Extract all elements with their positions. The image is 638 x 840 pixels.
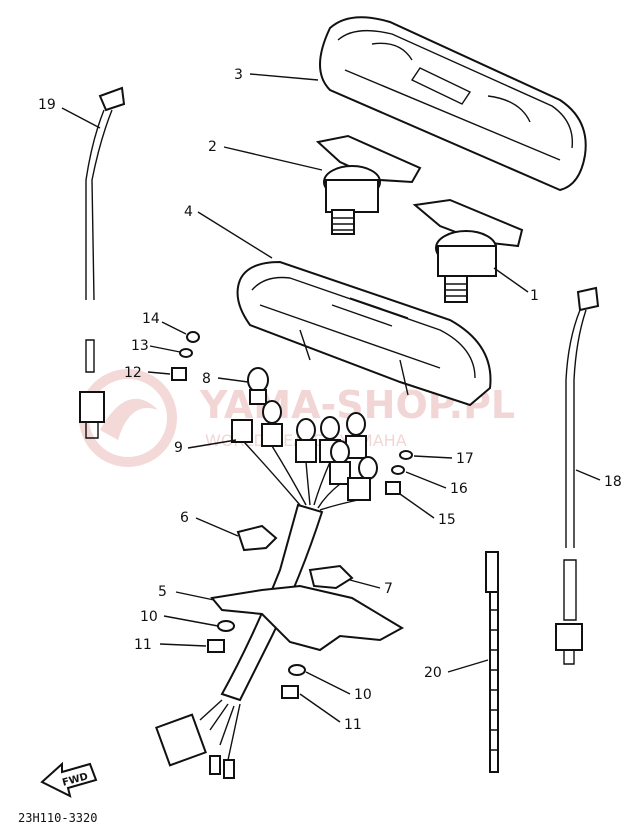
callout-11b: 11 <box>344 717 362 733</box>
callout-5: 5 <box>158 584 167 600</box>
callout-12: 12 <box>124 365 142 381</box>
callout-10b: 10 <box>354 687 372 703</box>
callout-19: 19 <box>38 97 56 113</box>
callout-14: 14 <box>142 311 160 327</box>
part-6-grommet <box>236 524 278 552</box>
part-9-bulb-sockets <box>231 367 378 501</box>
callout-4: 4 <box>184 204 193 220</box>
part-5-bracket <box>210 584 405 652</box>
callout-6: 6 <box>180 510 189 526</box>
part-18-meter-cable <box>555 286 600 665</box>
part-14-grommet <box>186 331 200 343</box>
part-11-nut-a <box>207 639 225 653</box>
diagram-code: 23H110-3320 <box>18 811 97 825</box>
callout-17: 17 <box>456 451 474 467</box>
part-1-tachometer <box>412 198 524 303</box>
leader-lines <box>61 73 601 723</box>
part-15-nut <box>385 481 401 495</box>
callout-20: 20 <box>424 665 442 681</box>
callout-8: 8 <box>202 371 211 387</box>
part-17-grommet <box>399 450 413 460</box>
part-3-meter-cover <box>319 16 587 192</box>
callout-9: 9 <box>174 440 183 456</box>
part-4-meter-case <box>236 260 492 407</box>
part-10-washer-a <box>217 620 235 632</box>
callout-10a: 10 <box>140 609 158 625</box>
callout-3: 3 <box>234 67 243 83</box>
part-13-washer <box>179 348 193 358</box>
callout-1: 1 <box>530 288 539 304</box>
part-2-speedometer <box>315 134 422 235</box>
callout-16: 16 <box>450 481 468 497</box>
part-10-washer-b <box>288 664 306 676</box>
part-16-washer <box>391 465 405 475</box>
fwd-arrow: FWD <box>40 761 98 798</box>
callout-11a: 11 <box>134 637 152 653</box>
callout-2: 2 <box>208 139 217 155</box>
callout-18: 18 <box>604 474 622 490</box>
small-parts <box>171 331 413 699</box>
part-12-nut <box>171 367 187 381</box>
part-7-damper <box>308 564 354 590</box>
callout-labels: 3 2 4 1 19 14 13 12 8 9 17 16 15 18 6 7 … <box>38 67 622 733</box>
part-11-nut-b <box>281 685 299 699</box>
callout-13: 13 <box>131 338 149 354</box>
callout-15: 15 <box>438 512 456 528</box>
callout-7: 7 <box>384 581 393 597</box>
part-19-meter-cable <box>79 86 126 439</box>
part-20-cable-tie <box>485 551 499 773</box>
